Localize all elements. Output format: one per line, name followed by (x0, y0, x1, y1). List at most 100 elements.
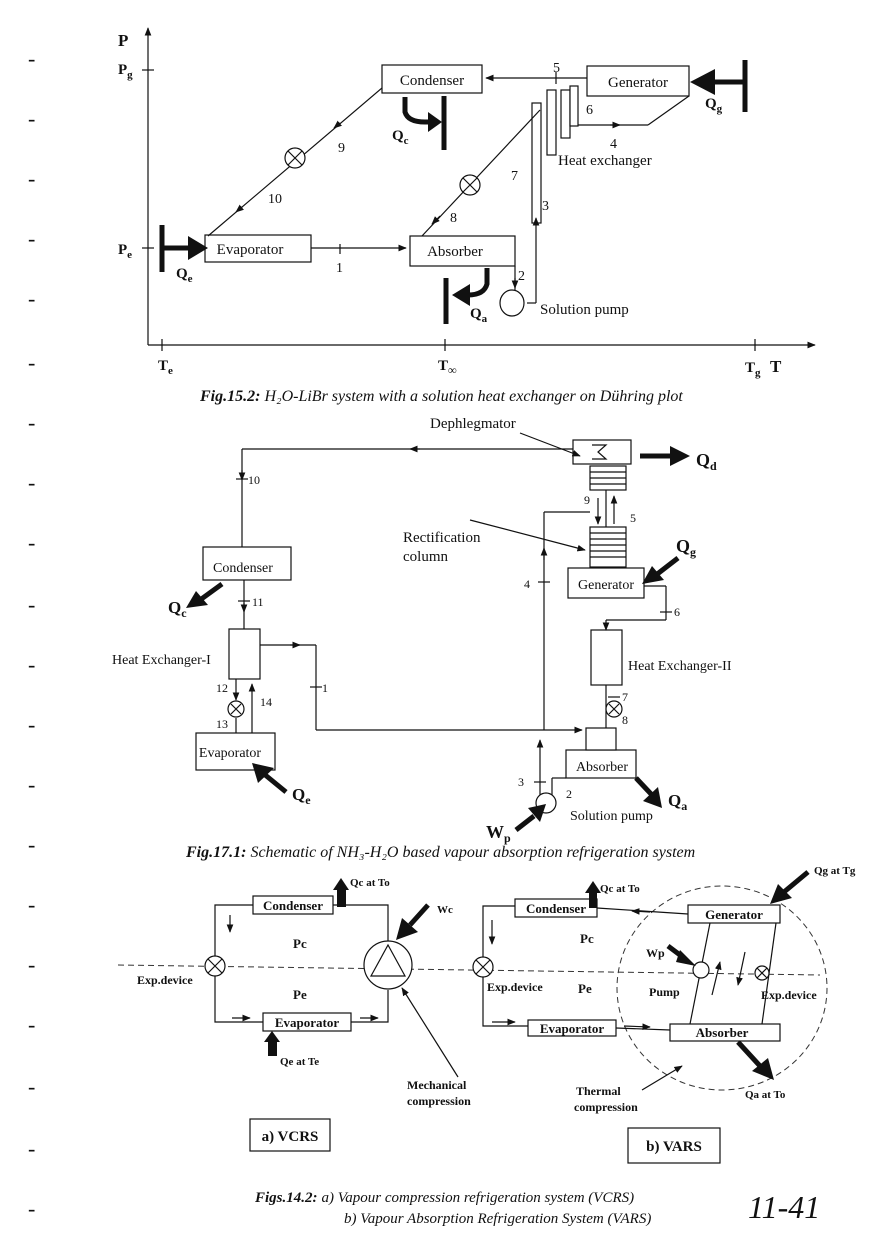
rectification-column-box (589, 526, 627, 568)
te-label: Te (158, 358, 173, 377)
fig-15-2: P T Pg Pe Te T∞ Tg Condenser Generator E… (118, 27, 816, 405)
state-5: 5 (630, 511, 636, 525)
absorber-box (409, 235, 516, 267)
dephlegmator-label: Dephlegmator (430, 416, 516, 432)
qg-arrow-head-icon (690, 69, 715, 95)
margin-mark: - (28, 530, 35, 555)
qc-arrow-icon (198, 581, 224, 603)
vars-evaporator-label: Evaporator (540, 1021, 605, 1036)
qg-label: Qg (705, 96, 723, 115)
vcrs-qc-label: Qc at To (350, 877, 390, 889)
solution-pump-icon (499, 289, 525, 317)
qe-arrow-head-icon (252, 763, 274, 783)
vars-qa-arrow-head-icon (752, 1058, 774, 1080)
condenser-box (202, 546, 292, 581)
qe-arrow-icon (262, 772, 288, 794)
margin-mark: - (28, 1012, 35, 1037)
absorber-label: Absorber (427, 244, 483, 260)
state-1: 1 (322, 681, 328, 695)
heat-exchanger-strip (546, 89, 557, 156)
evaporator-box (204, 234, 312, 263)
qe-label: Qe (292, 785, 311, 807)
state-6: 6 (586, 103, 593, 118)
vars-wp-label: Wp (646, 946, 665, 960)
evaporator-label: Evaporator (217, 242, 284, 258)
pump-icon (692, 961, 710, 979)
margin-mark: - (28, 1136, 35, 1161)
thermal-compression-pointer (641, 1065, 683, 1091)
flow-arrow (431, 215, 441, 225)
tg-label: Tg (745, 360, 761, 379)
vars-absorber-label: Absorber (696, 1025, 749, 1040)
vars-qc-label: Qc at To (600, 883, 640, 895)
qc-label: Qc (168, 598, 187, 620)
state-1: 1 (336, 261, 343, 276)
thermal-compression-label-2: compression (574, 1100, 638, 1114)
expansion-valve-cross (287, 150, 303, 166)
t-axis-label: T (770, 357, 782, 376)
flow-arrow (631, 908, 651, 915)
qa-arrow-icon (467, 268, 490, 298)
generator-label: Generator (578, 578, 634, 593)
qg-arrow-icon (654, 556, 680, 577)
pe-label: Pe (118, 242, 132, 261)
margin-mark: - (28, 592, 35, 617)
coil-lines (590, 471, 626, 485)
vars-generator-label: Generator (705, 907, 763, 922)
vars-line (615, 1027, 671, 1031)
vcrs-qc-arrow-icon (337, 887, 346, 907)
vars-expdevice-label-1: Exp.device (487, 980, 543, 994)
state-10: 10 (248, 473, 260, 487)
vcrs-line (214, 975, 263, 1023)
fig-14-2-caption-a: Figs.14.2:a) Vapour compression refriger… (254, 1190, 634, 1206)
evaporator-box (195, 732, 276, 771)
margin-mark: - (28, 832, 35, 857)
state-12: 12 (216, 681, 228, 695)
vars-expdevice-label-2: Exp.device (761, 988, 817, 1002)
dephlegmator-box (572, 439, 632, 465)
condenser-label: Condenser (213, 561, 273, 576)
vars-label: b) VARS (646, 1139, 702, 1155)
flow-arrow (333, 120, 342, 129)
margin-mark: - (28, 166, 35, 191)
margin-mark: - (28, 470, 35, 495)
condenser-box (381, 64, 483, 94)
vars-qg-arrow-icon (782, 870, 810, 894)
solution-pump-label: Solution pump (540, 302, 629, 318)
heat-exchanger-1-label: Heat Exchanger-I (112, 653, 211, 668)
pg-label: Pg (118, 62, 133, 81)
expansion-valve-cross (475, 959, 491, 975)
heat-exchanger-strip (560, 89, 571, 139)
fig-17-1-caption: Fig.17.1:Schematic of NH₃-H₂O based vapo… (185, 844, 695, 861)
margin-mark: - (28, 46, 35, 71)
solution-pump-label: Solution pump (570, 809, 653, 824)
heat-exchanger-label: Heat exchanger (558, 153, 652, 169)
vcrs-wc-arrow-icon (408, 903, 430, 927)
state-9: 9 (584, 493, 590, 507)
expansion-valve-cross (608, 703, 620, 715)
evaporator-label: Evaporator (199, 746, 262, 761)
state-7: 7 (511, 169, 518, 184)
qa-arrow-icon (634, 776, 654, 797)
flow-arrow (623, 1023, 651, 1031)
compressor-icon (363, 940, 413, 990)
vcrs-line (333, 904, 389, 941)
vars-absorber-box (669, 1023, 781, 1042)
state-4: 4 (610, 137, 617, 152)
state-10: 10 (268, 192, 282, 207)
margin-mark: - (28, 1196, 35, 1221)
qd-label: Qd (696, 450, 717, 473)
dephlegmator-pointer (519, 432, 581, 457)
heat-exchanger-2-label: Heat Exchanger-II (628, 659, 732, 674)
vcrs-evaporator-label: Evaporator (275, 1015, 340, 1030)
fig-14-2-caption-b: b) Vapour Absorption Refrigeration Syste… (344, 1211, 651, 1227)
flow-line-7-8 (421, 109, 541, 237)
state-7: 7 (622, 690, 628, 704)
mech-compression-pointer (401, 987, 459, 1078)
margin-mark: - (28, 350, 35, 375)
column-label: column (403, 549, 448, 565)
vars-line (482, 905, 515, 958)
qa-arrow-head-icon (643, 787, 662, 808)
vcrs-label: a) VCRS (262, 1129, 319, 1145)
